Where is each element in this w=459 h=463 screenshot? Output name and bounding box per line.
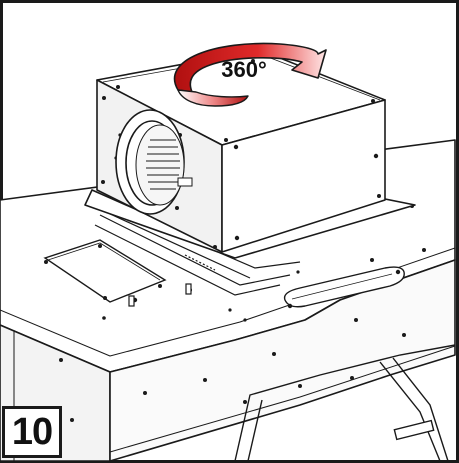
cover-plate: [43, 239, 167, 303]
glass-panel: [234, 344, 456, 462]
rotation-arrow: 360°: [173, 42, 327, 107]
slot-plate: [283, 266, 405, 308]
housing-screws: [101, 59, 381, 249]
mount-posts: [128, 283, 192, 307]
hood-screws: [44, 204, 426, 422]
step-number-badge: 10: [2, 406, 62, 458]
blower-outlet: [115, 109, 193, 215]
rotation-label: 360°: [221, 57, 267, 82]
